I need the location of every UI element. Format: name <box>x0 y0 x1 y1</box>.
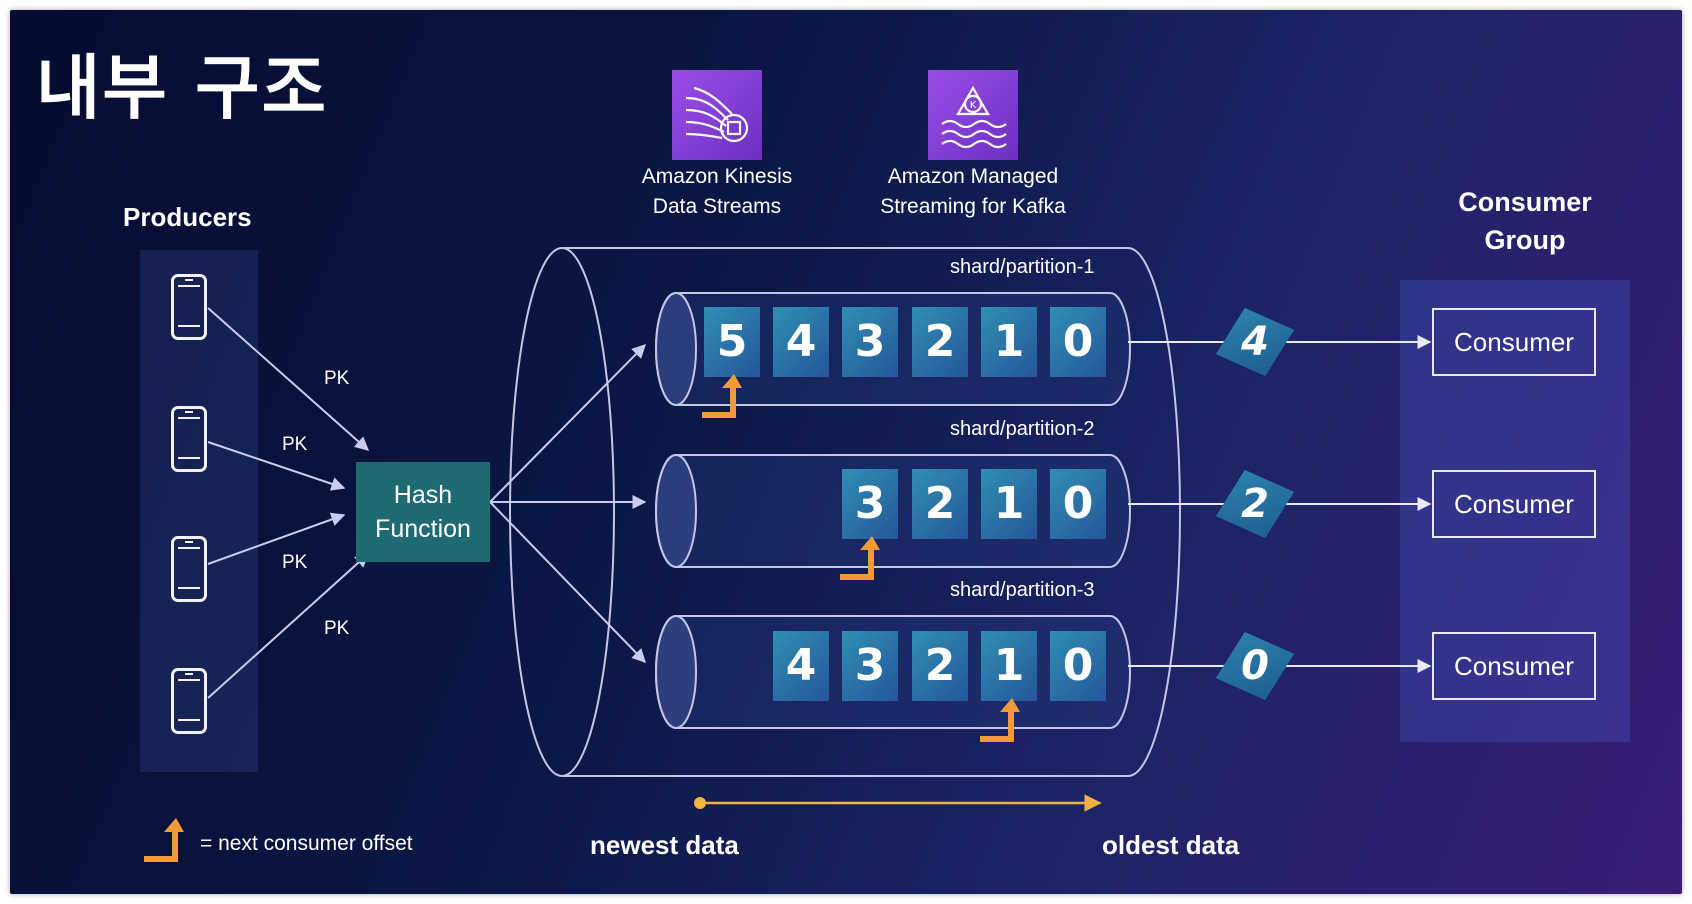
record-cell: 0 <box>1050 631 1106 701</box>
mobile-phone-icon <box>171 274 207 340</box>
record-cell: 4 <box>773 307 829 377</box>
consumer-box: Consumer <box>1432 470 1596 538</box>
mobile-phone-icon <box>171 668 207 734</box>
consumer-box: Consumer <box>1432 308 1596 376</box>
msk-label-line2: Streaming for Kafka <box>880 195 1066 218</box>
pk-label: PK <box>282 552 308 573</box>
msk-kafka-icon: K <box>928 70 1018 160</box>
kinesis-label: Amazon Kinesis Data Streams <box>614 162 820 222</box>
shard-label: shard/partition-3 <box>950 579 1095 601</box>
producer-arrows <box>207 307 370 699</box>
oldest-data-label: oldest data <box>1102 830 1240 860</box>
kinesis-label-line1: Amazon Kinesis <box>641 165 793 188</box>
legend-offset-arrow-icon <box>144 818 184 862</box>
pk-label: PK <box>282 434 308 455</box>
legend-text: = next consumer offset <box>200 832 413 855</box>
newest-data-label: newest data <box>590 830 739 860</box>
hash-function-box: Hash Function <box>356 462 490 562</box>
record-cell: 1 <box>981 469 1037 539</box>
shard-label: shard/partition-2 <box>950 418 1095 440</box>
record-cell: 2 <box>912 631 968 701</box>
consumed-record-number: 2 <box>1241 481 1269 527</box>
record-cell: 0 <box>1050 469 1106 539</box>
offset-arrow-icon <box>840 536 880 580</box>
consumed-record-number: 0 <box>1241 643 1269 689</box>
record-cell: 5 <box>704 307 760 377</box>
record-cell: 3 <box>842 631 898 701</box>
pk-label: PK <box>324 618 350 639</box>
pk-label: PK <box>324 368 350 389</box>
record-cell: 1 <box>981 631 1037 701</box>
producers-heading: Producers <box>123 202 252 232</box>
consumed-record-number: 4 <box>1241 319 1269 365</box>
msk-label-line1: Amazon Managed <box>887 165 1059 188</box>
page-title: 내부 구조 <box>36 47 328 129</box>
record-cell: 3 <box>842 469 898 539</box>
svg-text:K: K <box>970 100 977 111</box>
kinesis-data-streams-icon <box>672 70 762 160</box>
shard-label: shard/partition-1 <box>950 256 1095 278</box>
record-cell: 2 <box>912 307 968 377</box>
consumer-group-heading: Consumer Group <box>1458 187 1592 255</box>
diagram-lines <box>207 247 1432 812</box>
slide: 내부 구조 Producers PK PK PK PK Hash Functio… <box>10 10 1682 894</box>
record-cell: 1 <box>981 307 1037 377</box>
record-cell: 4 <box>773 631 829 701</box>
record-cell: 0 <box>1050 307 1106 377</box>
offset-arrow-icon <box>702 374 742 418</box>
kinesis-label-line2: Data Streams <box>652 195 782 218</box>
hash-arrows <box>489 344 647 664</box>
record-cell: 2 <box>912 469 968 539</box>
consumer-box: Consumer <box>1432 632 1596 700</box>
record-cell: 3 <box>842 307 898 377</box>
stream-cylinder <box>509 247 1181 777</box>
consumer-group-panel <box>1400 280 1630 742</box>
msk-label: Amazon Managed Streaming for Kafka <box>858 162 1088 222</box>
mobile-phone-icon <box>171 406 207 472</box>
mobile-phone-icon <box>171 536 207 602</box>
offset-arrow-icon <box>980 698 1020 742</box>
